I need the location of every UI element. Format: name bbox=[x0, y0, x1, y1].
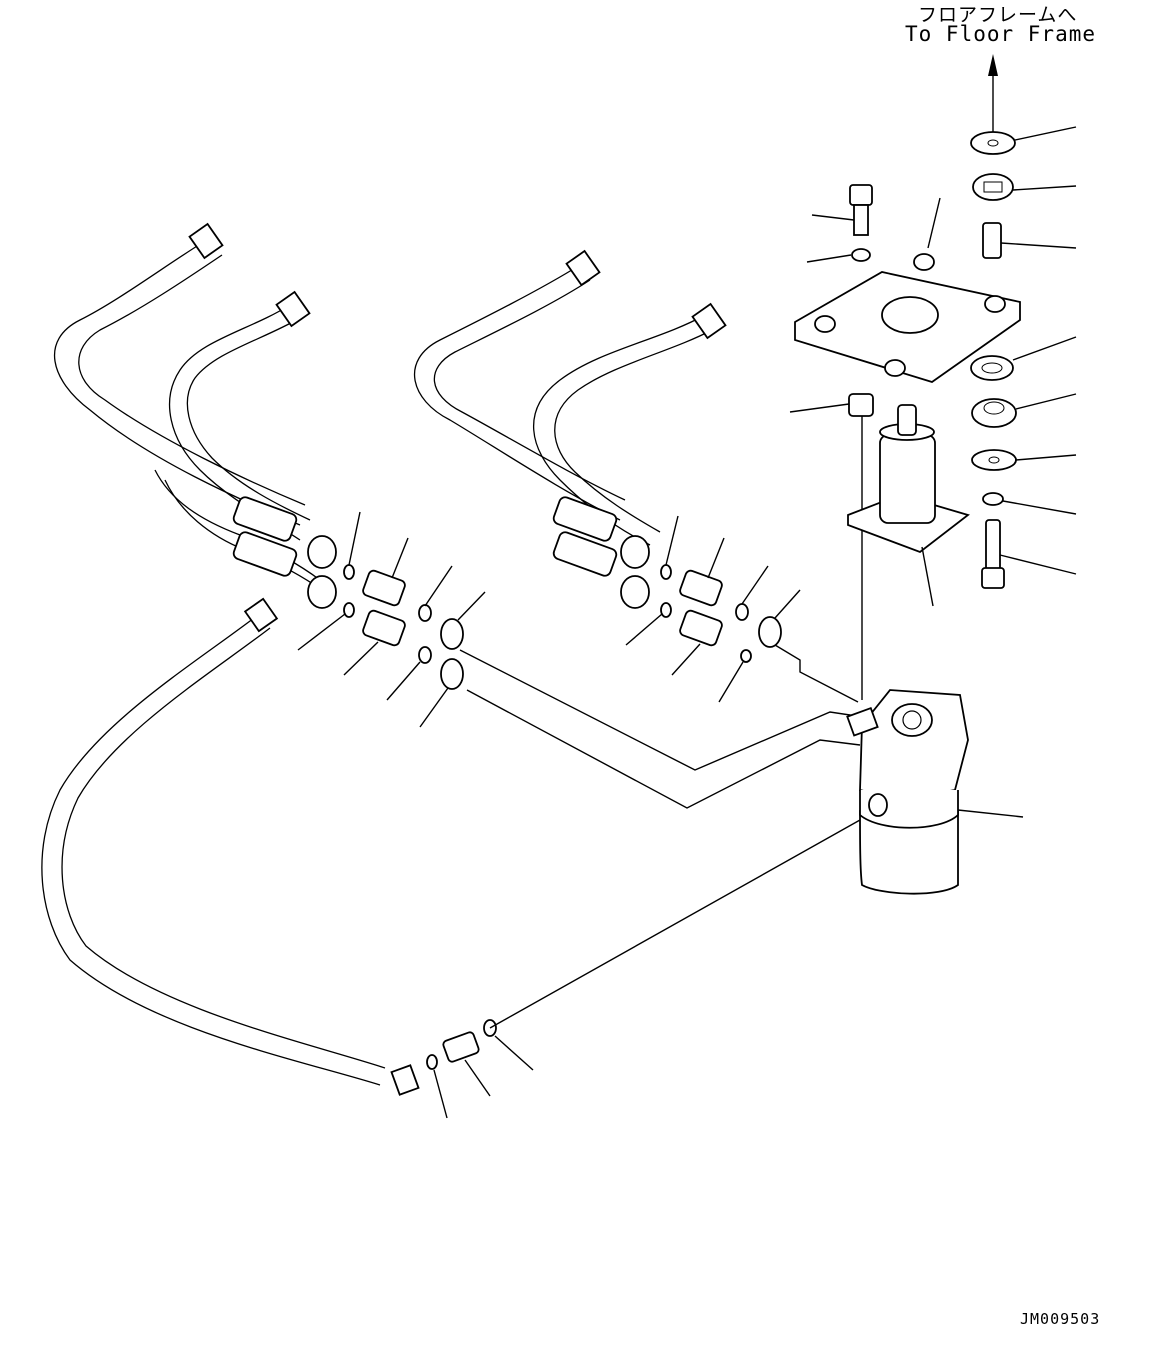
annotation-english: To Floor Frame bbox=[905, 22, 1097, 46]
fittings-middle bbox=[625, 515, 801, 703]
hose-middle bbox=[413, 249, 727, 609]
mount-parts-stack bbox=[970, 126, 1077, 589]
fittings-left bbox=[297, 511, 486, 728]
assembly-lines bbox=[459, 414, 871, 1029]
column-support bbox=[789, 184, 1021, 607]
fitting-lower bbox=[426, 1019, 534, 1119]
steering-valve bbox=[846, 689, 1024, 895]
direction-arrow bbox=[988, 54, 998, 132]
drawing-code: JM009503 bbox=[1020, 1310, 1101, 1328]
annotation-japanese: フロアフレームへ bbox=[918, 4, 1078, 26]
hose-left-upper bbox=[53, 222, 337, 609]
hose-lower-long bbox=[41, 597, 420, 1096]
